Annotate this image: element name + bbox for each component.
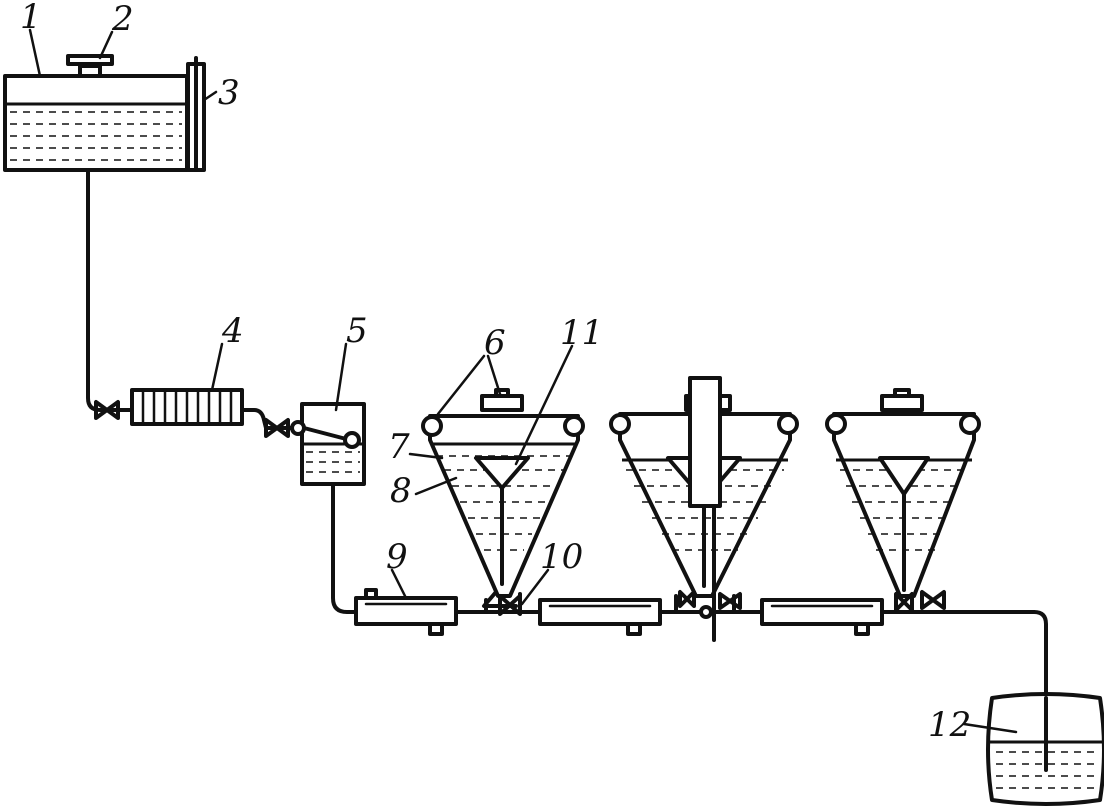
label-5: 5: [346, 311, 368, 351]
heat-exchanger-c: [760, 598, 884, 636]
label-9: 9: [386, 537, 408, 577]
settling-tank-a: [421, 388, 585, 616]
heat-exchanger-9: [354, 588, 458, 636]
valve-b: [264, 418, 290, 438]
label-8: 8: [390, 471, 412, 511]
label-1: 1: [20, 0, 42, 37]
label-11: 11: [560, 313, 603, 353]
float-tank-5: [290, 402, 366, 486]
pipe-tank-to-heater: [86, 168, 132, 412]
heater-4: [130, 388, 244, 426]
receiver-barrel-12: [986, 692, 1104, 806]
settling-tank-c: [825, 388, 981, 612]
heat-exchanger-b: [538, 598, 662, 636]
label-12: 12: [928, 705, 971, 745]
label-7: 7: [388, 427, 410, 467]
valve-a: [94, 400, 120, 420]
label-3: 3: [218, 73, 240, 113]
pipe-heater-to-tank5: [240, 408, 304, 430]
label-4: 4: [221, 311, 244, 351]
label-6: 6: [484, 323, 506, 363]
hatch-valve-2: [66, 54, 114, 78]
vertical-shaft: [688, 376, 722, 642]
pipe-tank5-down: [331, 482, 358, 614]
label-2: 2: [111, 0, 134, 39]
leader-lines: [28, 28, 1018, 734]
pipe-to-receiver: [1032, 610, 1048, 772]
level-gauge-3: [186, 56, 206, 172]
storage-tank-1: [3, 74, 189, 172]
label-10: 10: [540, 537, 583, 577]
